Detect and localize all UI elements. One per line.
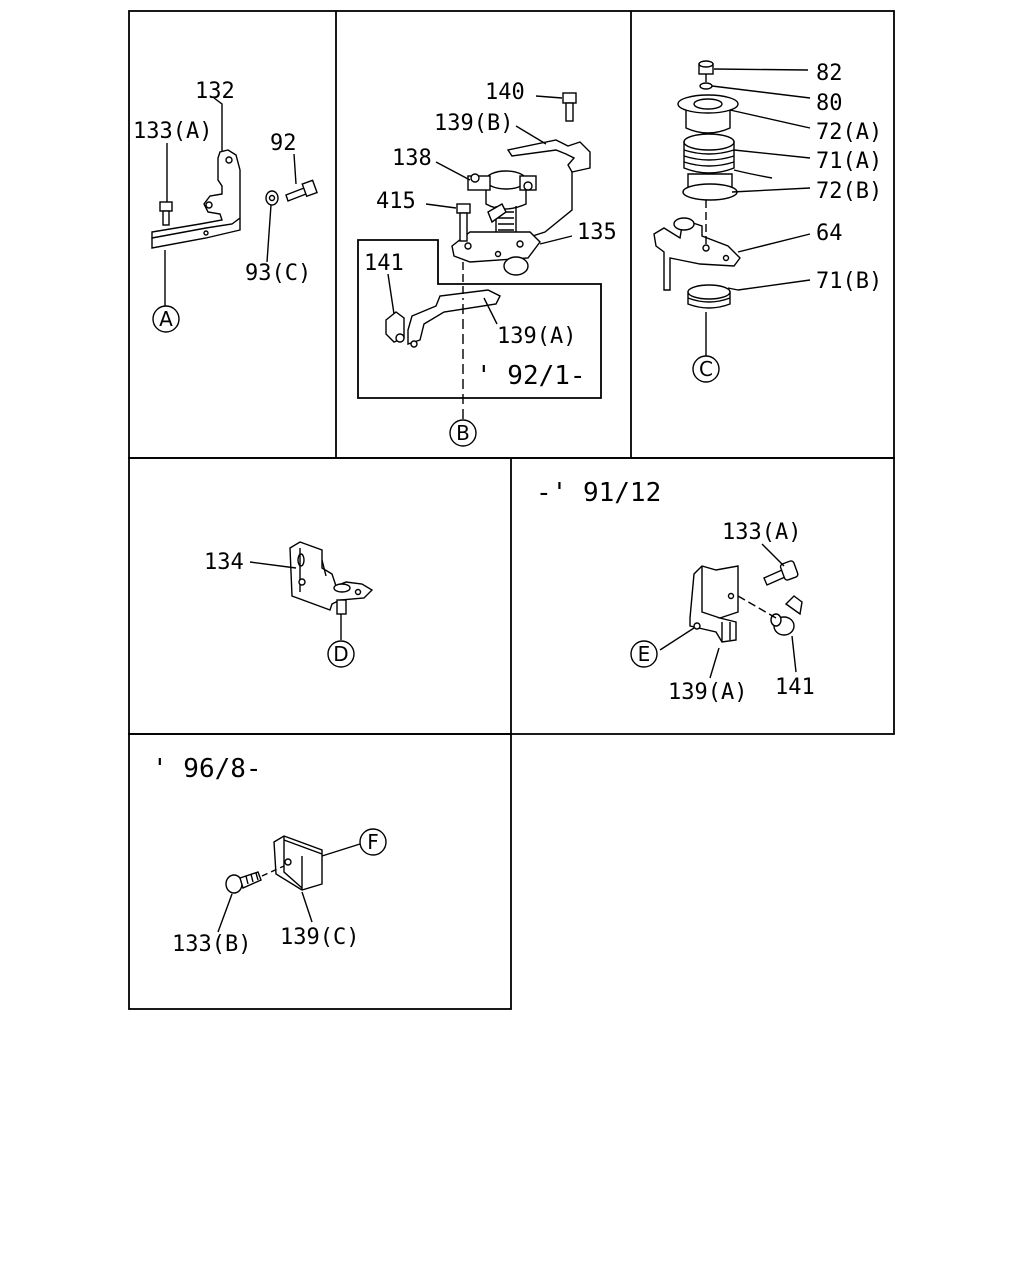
ref-f-letter: F [367,830,379,854]
panel-b: 140 139(B) 138 415 135 141 139(A) ' 92/1… [357,80,617,447]
box-92-1 [357,239,602,399]
label-71b: 71(B) [816,269,882,294]
label-139a-e: 139(A) [668,680,747,705]
period-92-1: ' 92/1- [476,361,586,391]
collar-72a [677,94,739,134]
clip-141 [385,311,418,348]
bracket-139b [506,139,591,173]
label-133b: 133(B) [172,932,251,957]
label-135: 135 [577,220,617,245]
period-96-8: ' 96/8- [152,754,262,784]
ref-e-letter: E [638,642,651,666]
ref-d-letter: D [333,642,348,666]
bottom-row-frame [128,733,512,1010]
label-138: 138 [392,146,432,171]
bolt-140 [562,92,577,122]
ref-b-letter: B [456,421,470,445]
spring-71b [687,284,739,309]
bolt-d [333,583,351,615]
bolt-133a-e [763,560,799,586]
bracket-132 [151,149,241,239]
panel-f: ' 96/8- F 133(B) 139(C) [152,754,387,957]
label-134: 134 [204,550,244,575]
label-415: 415 [376,189,416,214]
label-93c: 93(C) [245,261,311,286]
label-71a: 71(A) [816,149,882,174]
washer-80 [699,82,713,90]
bracket-139c [273,835,323,891]
panel-d: 134 D [204,541,374,668]
label-80: 80 [816,91,843,116]
label-132: 132 [195,79,235,104]
nut-82 [698,60,714,75]
ref-b-circle [449,419,477,447]
label-141-e: 141 [775,675,815,700]
collar-72b [682,173,738,201]
ref-a-letter: A [159,307,173,331]
clip-141-e [770,595,803,636]
bolt-133b [225,871,262,894]
label-72a: 72(A) [816,120,882,145]
ref-a-circle [152,305,180,333]
bracket-139a-e [689,565,739,643]
label-82: 82 [816,61,843,86]
label-133a-e: 133(A) [722,520,801,545]
label-139a: 139(A) [497,324,576,349]
bracket-134 [289,541,374,611]
panel-c: 82 80 72(A) 71(A) 72(B) 64 71(B) C [653,60,882,383]
spring-71a [683,133,773,179]
nut-93c [265,190,279,206]
label-139c: 139(C) [280,925,359,950]
panel-e: -' 91/12 133(A) 139(A) 141 E [536,478,815,705]
label-141: 141 [364,251,404,276]
label-140: 140 [485,80,525,105]
bolt-133a [159,201,173,226]
ref-d-circle [327,640,355,668]
ref-c-circle [692,355,720,383]
actuator-138 [467,170,537,232]
label-133a: 133(A) [133,119,212,144]
panel-a: 132 133(A) 92 93(C) A [133,79,318,333]
label-139b: 139(B) [434,111,513,136]
label-72b: 72(B) [816,179,882,204]
label-64: 64 [816,221,843,246]
bolt-415 [456,203,471,242]
ref-e-circle [630,640,658,668]
bolt-92 [285,179,318,202]
ref-f-circle [359,828,387,856]
period-91-12: -' 91/12 [536,478,661,508]
base-plate-135 [451,231,541,263]
label-92: 92 [270,131,297,156]
bracket-139a [407,289,501,345]
panel-frames [128,10,895,1010]
ref-c-letter: C [699,357,713,381]
